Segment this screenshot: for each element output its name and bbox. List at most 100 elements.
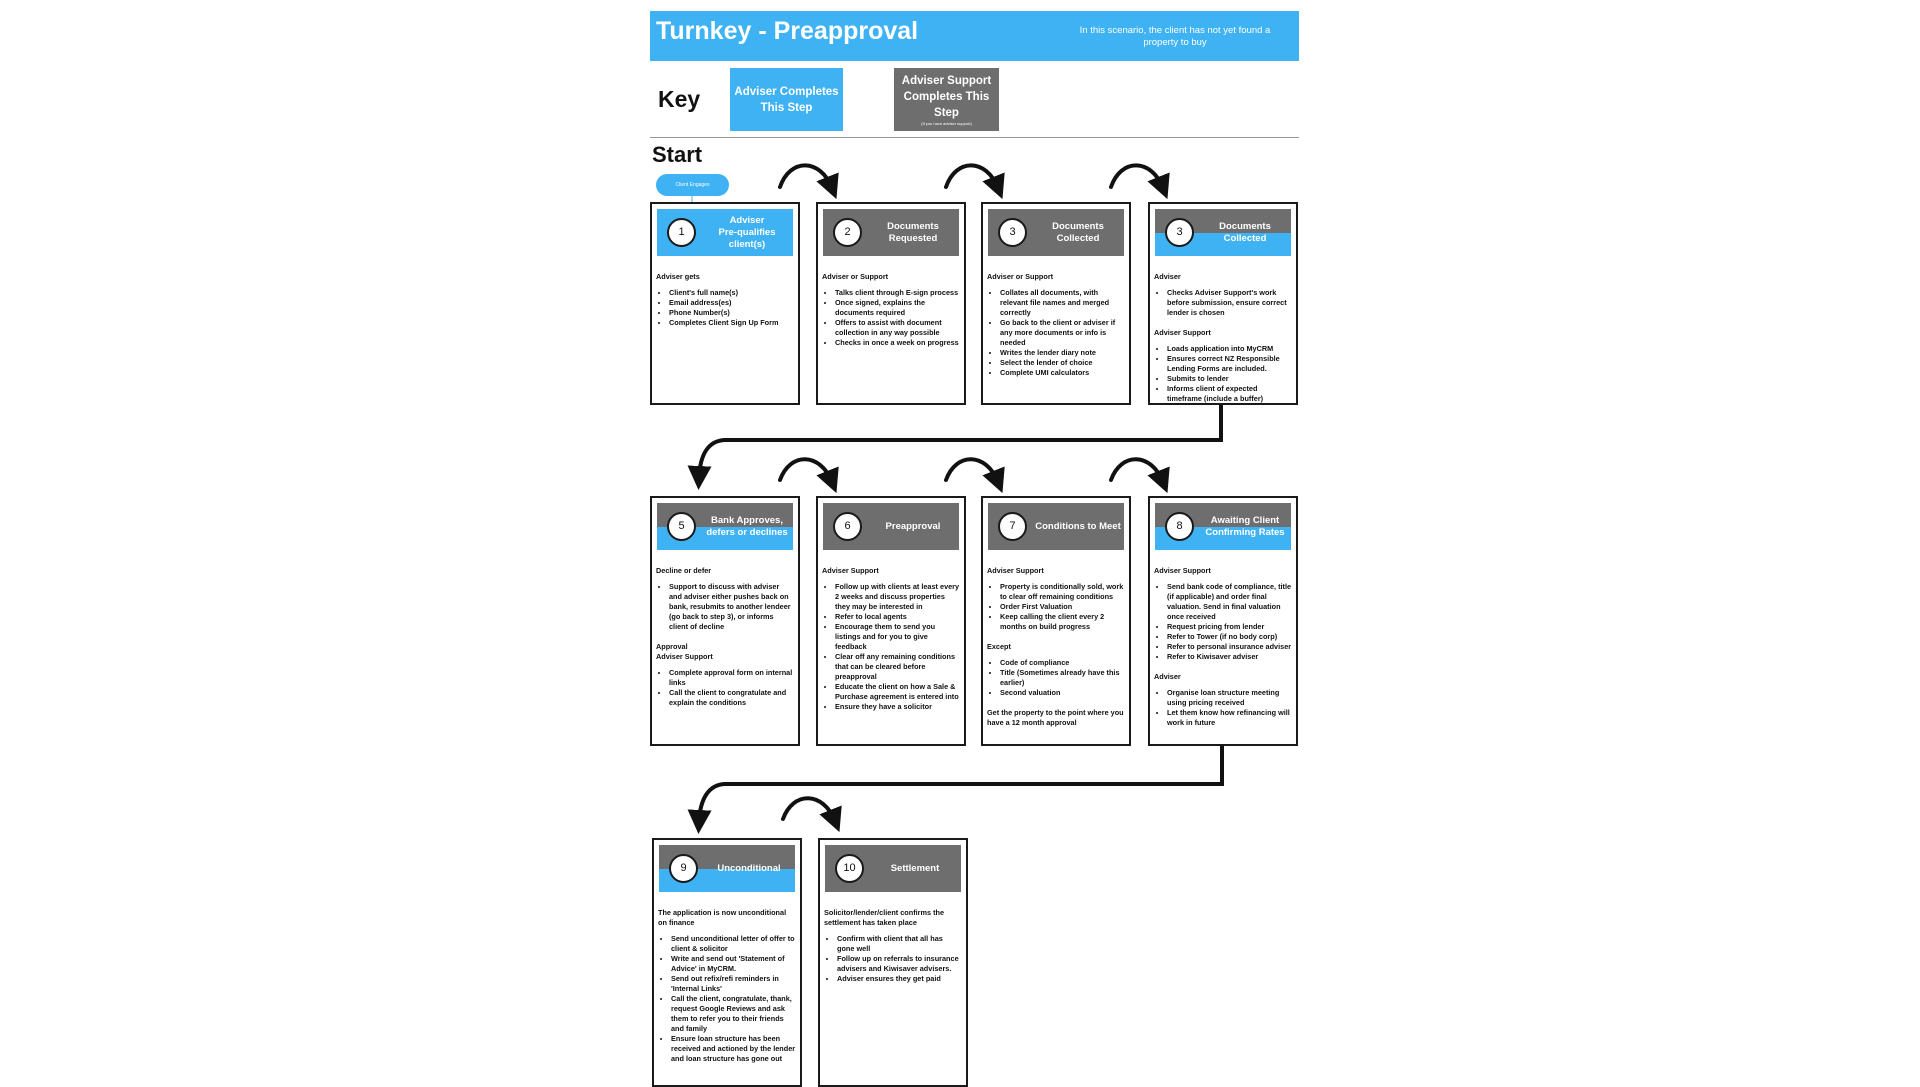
step-number: 9 [669,854,698,883]
step-section-heading: Adviser Support [1154,328,1211,337]
step-bullet-item: Ensure loan structure has been received … [671,1034,796,1064]
step-bullet-item: Checks in once a week on progress [835,338,960,348]
step-title: Awaiting Client Confirming Rates [1205,514,1285,538]
key-adviser-box: Adviser Completes This Step [730,68,843,131]
step-title: Documents Requested [887,220,939,244]
step-bullet-item: Call the client to congratulate and expl… [669,688,794,708]
start-label: Start [652,142,703,167]
step-section-heading: Solicitor/lender/client confirms the set… [824,908,945,927]
step-bullet-item: Refer to Tower (if no body corp) [1167,632,1292,642]
step-bullet-item: Call the client, congratulate, thank, re… [671,994,796,1034]
step-section-heading: Decline or defer [656,566,712,575]
step-bullet-item: Writes the lender diary note [1000,348,1125,358]
step-bullet-item: Encourage them to send you listings and … [835,622,960,652]
step-title: Settlement [890,862,940,874]
curved-arrows [687,163,1224,834]
step-number: 8 [1165,512,1194,541]
arrow-8-9 [687,742,1224,834]
step-bullet-item: Offers to assist with document collectio… [835,318,960,338]
step-bullet-list: Organise loan structure meeting using pr… [1154,688,1292,728]
step-bullet-list: Confirm with client that all has gone we… [824,934,962,984]
step-bullet-item: Educate the client on how a Sale & Purch… [835,682,960,702]
step-bullet-item: Send unconditional letter of offer to cl… [671,934,796,954]
key-support-box: Adviser Support Completes This Step (If … [894,68,999,131]
step-bullet-item: Property is conditionally sold, work to … [1000,582,1125,602]
step-number: 3 [998,218,1027,247]
step-bullet-list: Talks client through E-sign processOnce … [822,288,960,348]
step-number: 3 [1165,218,1194,247]
step-bullet-item: Confirm with client that all has gone we… [837,934,962,954]
step-body: AdviserChecks Adviser Support's work bef… [1154,272,1292,414]
step-bullet-list: Follow up with clients at least every 2 … [822,582,960,712]
step-bullet-item: Refer to local agents [835,612,960,622]
step-section-heading: Adviser or Support [822,272,889,281]
step-section-heading: Adviser gets [656,272,700,281]
step-bullet-list: Checks Adviser Support's work before sub… [1154,288,1292,318]
step-bullet-item: Send bank code of compliance, title (if … [1167,582,1292,622]
step-bullet-item: Clear off any remaining conditions that … [835,652,960,682]
step-bullet-item: Ensures correct NZ Responsible Lending F… [1167,354,1292,374]
step-bullet-list: Send unconditional letter of offer to cl… [658,934,796,1064]
step-bullet-item: Refer to Kiwisaver adviser [1167,652,1292,662]
step-body: Adviser SupportSend bank code of complia… [1154,566,1292,738]
step-bullet-item: Send out refix/refi reminders in 'Intern… [671,974,796,994]
step-bullet-item: Checks Adviser Support's work before sub… [1167,288,1292,318]
step-bullet-item: Support to discuss with adviser and advi… [669,582,794,632]
step-number: 10 [835,854,864,883]
step-section-heading: Adviser [1154,272,1181,281]
step-section-heading: The application is now unconditional on … [658,908,787,927]
step-title: Preapproval [885,520,941,532]
step-section-heading: Adviser [1154,672,1181,681]
step-bullet-list: Collates all documents, with relevant fi… [987,288,1125,378]
step-body: Adviser SupportProperty is conditionally… [987,566,1125,734]
step-bullet-item: Ensure they have a solicitor [835,702,960,712]
step-bullet-item: Client's full name(s) [669,288,794,298]
step-bullet-list: Loads application into MyCRMEnsures corr… [1154,344,1292,404]
step-section-heading: Adviser Support [822,566,879,575]
step-bullet-item: Complete UMI calculators [1000,368,1125,378]
step-number: 5 [667,512,696,541]
step-bullet-list: Client's full name(s)Email address(es)Ph… [656,288,794,328]
key-label: Key [658,86,701,112]
step-body: Adviser or SupportCollates all documents… [987,272,1125,388]
step-bullet-list: Property is conditionally sold, work to … [987,582,1125,632]
page-title: Turnkey - Preapproval [656,17,919,45]
step-bullet-item: Complete approval form on internal links [669,668,794,688]
step-body: The application is now unconditional on … [658,908,796,1074]
arrow-1-2 [778,163,839,200]
key-adviser-label: Adviser Completes This Step [734,85,839,114]
step-bullet-item: Select the lender of choice [1000,358,1125,368]
step-body: Adviser SupportFollow up with clients at… [822,566,960,722]
step-bullet-list: Support to discuss with adviser and advi… [656,582,794,632]
arrow-3-3b [1109,163,1170,200]
step-bullet-item: Order First Valuation [1000,602,1125,612]
arrow-2-3 [944,163,1005,200]
step-number: 7 [998,512,1027,541]
step-bullet-item: Second valuation [1000,688,1125,698]
scenario-note: In this scenario, the client has not yet… [1079,25,1271,48]
step-bullet-item: Let them know how refinancing will work … [1167,708,1292,728]
step-bullet-item: Loads application into MyCRM [1167,344,1292,354]
step-title: Bank Approves, defers or declines [706,514,788,538]
step-bullet-item: Submits to lender [1167,374,1292,384]
step-title: Conditions to Meet [1035,520,1121,532]
step-section-heading: Approval Adviser Support [656,642,713,661]
step-body: Decline or deferSupport to discuss with … [656,566,794,718]
step-bullet-item: Collates all documents, with relevant fi… [1000,288,1125,318]
step-bullet-item: Adviser ensures they get paid [837,974,962,984]
step-title: Adviser Pre-qualifies client(s) [718,214,776,250]
arrow-5-6 [778,457,839,494]
step-section-heading: Except [987,642,1011,651]
client-engages-pill: Client Engages [656,174,729,196]
step-section-heading: Adviser Support [987,566,1044,575]
arrow-7-8 [1109,457,1170,494]
header-banner [650,11,1299,61]
